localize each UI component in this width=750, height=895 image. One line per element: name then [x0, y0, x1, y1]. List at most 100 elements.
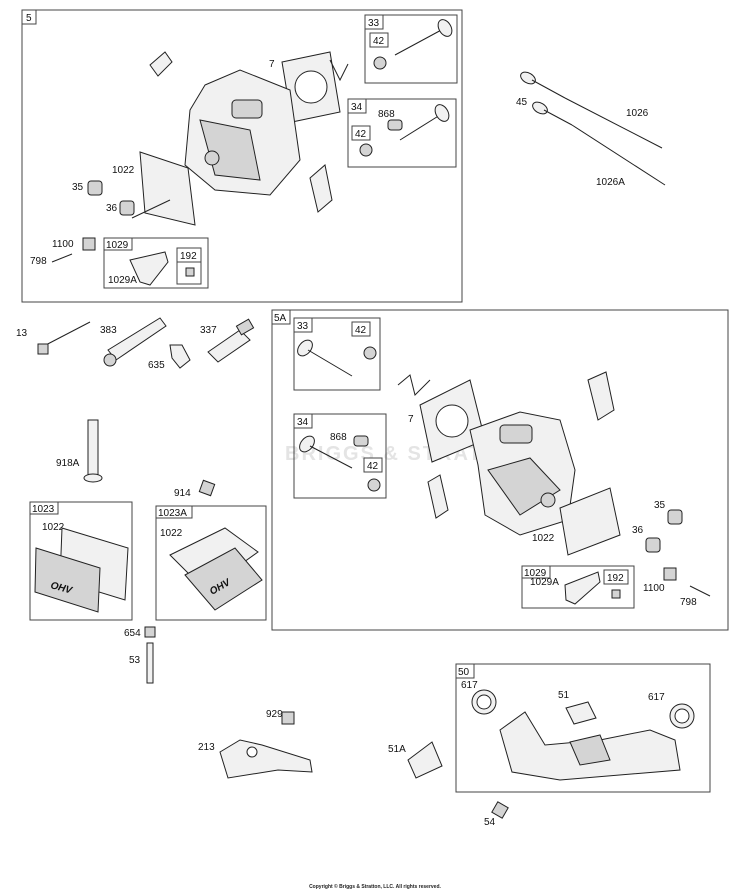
valve-lifter-icon: [543, 109, 573, 126]
spark-plug-icon: [207, 329, 251, 363]
stud-icon: [146, 642, 154, 684]
label-617-b: 617: [648, 692, 665, 703]
valve-intake-icon: [307, 349, 353, 377]
misc-parts: 13 383 337 635 918A 914 654 53: [16, 317, 255, 684]
leader-line: [397, 374, 431, 396]
screw-icon: [198, 479, 216, 497]
label-36-b: 36: [632, 525, 644, 536]
group-50-label: 50: [458, 667, 470, 678]
label-1029-b: 1029: [524, 568, 547, 579]
exhaust-manifold-icon: [499, 711, 681, 781]
tube-icon: [83, 473, 103, 483]
label-13: 13: [16, 328, 28, 339]
nut-icon: [144, 626, 156, 638]
valve-spring-icon: [87, 180, 103, 196]
label-42-c: 42: [355, 325, 367, 336]
group-50-frame: [455, 663, 711, 793]
rocker-arm-icon: [129, 251, 169, 286]
valve-lifter-icon: [531, 79, 566, 99]
subbox-33: [364, 14, 458, 84]
head-gasket-icon: [281, 51, 341, 123]
group-1023-tag: [29, 501, 59, 515]
exhaust-gasket-icon: [587, 371, 615, 421]
label-51a: 51A: [388, 744, 406, 755]
seal-ring-icon: [476, 694, 492, 710]
valve-keeper-icon: [363, 346, 377, 360]
group-1023a-tag: [155, 505, 193, 519]
subbox-34-tag: [347, 98, 367, 114]
group-1023a-frame: [155, 505, 267, 621]
valve-exhaust-icon: [299, 435, 315, 453]
subbox-42-c-tag: [351, 321, 371, 337]
label-42: 42: [373, 36, 385, 47]
valve-keeper-icon: [367, 478, 381, 492]
label-51: 51: [558, 690, 570, 701]
subbox-1029: [103, 237, 209, 289]
elbow-fitting-icon: [169, 344, 191, 369]
label-34: 34: [351, 102, 363, 113]
subbox-33-tag: [364, 14, 384, 30]
watermark: BRIGGS & STRATTON: [285, 443, 530, 465]
group-5a-cylinder-head-assembly: 5A 33 42 34 868 42 7: [271, 309, 729, 631]
valve-spring-icon: [667, 509, 683, 525]
label-1029a-b: 1029A: [530, 577, 559, 588]
cylinder-head-icon: [184, 69, 301, 196]
valve-exhaust-icon: [399, 104, 450, 141]
label-1029: 1029: [106, 240, 129, 251]
label-53: 53: [129, 655, 141, 666]
cylinder-head-icon: [469, 411, 576, 536]
label-1029a: 1029A: [108, 275, 137, 286]
screw-icon: [491, 801, 509, 819]
group-50-exhaust-manifold: 50 617 51 617: [455, 663, 711, 793]
nut-icon: [611, 589, 621, 599]
push-rods: 45 1026 1026A: [516, 71, 666, 188]
valve-keeper-icon: [373, 56, 387, 70]
rocker-arm-icon: [564, 571, 601, 605]
label-635: 635: [148, 360, 165, 371]
label-1026: 1026: [626, 108, 649, 119]
rocker-stud-icon: [51, 253, 73, 263]
valve-lifter-icon: [520, 71, 536, 85]
nut-icon: [185, 267, 195, 277]
label-617: 617: [461, 680, 478, 691]
manifold-gasket-icon: [565, 701, 597, 725]
label-798: 798: [30, 256, 47, 267]
group-5-label: 5: [26, 13, 32, 24]
subbox-33-b-tag: [293, 317, 313, 333]
valve-intake-icon: [394, 19, 453, 56]
copyright-text: Copyright © Briggs & Stratton, LLC. All …: [309, 884, 441, 890]
label-383: 383: [100, 325, 117, 336]
label-42-d: 42: [367, 461, 379, 472]
group-5-tag: [21, 9, 37, 25]
subbox-1029-b-tag: [521, 565, 551, 579]
group-5a-label: 5A: [274, 313, 287, 324]
group-50-tag: [455, 663, 475, 679]
label-35: 35: [72, 182, 84, 193]
label-192: 192: [180, 251, 197, 262]
subbox-42-d-tag: [363, 457, 383, 473]
label-337: 337: [200, 325, 217, 336]
valve-cover-icon: [184, 547, 263, 611]
label-36: 36: [106, 203, 118, 214]
rocker-nut-icon: [663, 567, 677, 581]
push-rod-icon: [564, 97, 663, 149]
label-192-b: 192: [607, 573, 624, 584]
label-45: 45: [516, 97, 528, 108]
exhaust-gasket-icon: [149, 51, 173, 77]
cover-gasket-icon: [139, 151, 196, 226]
group-5a-tag: [271, 309, 291, 325]
valve-seal-icon: [387, 119, 403, 131]
label-33: 33: [368, 18, 380, 29]
label-918a: 918A: [56, 458, 80, 469]
bracket-icon: [246, 746, 258, 758]
group-1023-frame: [29, 501, 133, 621]
valve-exhaust-icon: [309, 445, 353, 469]
label-929: 929: [266, 709, 283, 720]
valve-spring-icon: [645, 537, 661, 553]
breather-tube-icon: [103, 353, 117, 367]
label-654: 654: [124, 628, 141, 639]
leader-line: [131, 199, 171, 219]
label-1022-c: 1022: [160, 528, 183, 539]
group-1023-label: 1023: [32, 504, 55, 515]
